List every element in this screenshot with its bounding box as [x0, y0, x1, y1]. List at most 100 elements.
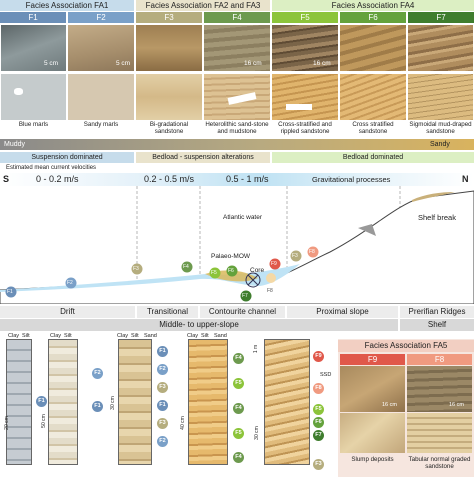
log4-badge-3: F4 — [233, 403, 244, 414]
sketch-f1-clast — [14, 88, 23, 95]
label-core: Core — [250, 267, 265, 274]
marker-f4: F4 — [183, 264, 189, 270]
label-muddy: Muddy — [4, 141, 26, 148]
log1-badge: F1 — [36, 396, 47, 407]
zone-contourite: Contourite channel — [200, 306, 285, 318]
label-south: S — [3, 174, 10, 184]
log3-badge-4: F1 — [157, 400, 168, 411]
log4-badge-2: F5 — [233, 378, 244, 389]
sketch-f3 — [135, 73, 203, 121]
scale-label-f5: 16 cm — [313, 60, 331, 67]
log4-scale: 40 cm — [179, 416, 186, 430]
header-fa4: Facies Association FA4 — [272, 0, 474, 11]
fa5-title: Facies Association FA5 — [338, 340, 474, 352]
log3-badge-2: F2 — [157, 364, 168, 375]
facies-code-f6: F6 — [340, 12, 406, 23]
velocity-range-1: 0 - 0.2 m/s — [36, 174, 79, 184]
grain-bar — [0, 139, 474, 150]
zone-shelf: Shelf — [400, 319, 474, 331]
log4-badge-4: F5 — [233, 428, 244, 439]
marker-f1: F1 — [7, 289, 13, 295]
log-column-4 — [188, 339, 228, 465]
log1-scale: 20 cm — [3, 416, 10, 430]
log5-badge-f6: F6 — [313, 417, 324, 428]
label-gravitational: Gravitational processes — [312, 175, 391, 184]
log4-silt: Silt — [201, 333, 209, 339]
label-sandy: Sandy — [430, 141, 450, 148]
scale-label-f1: 5 cm — [44, 60, 59, 67]
marker-f9: F9 — [271, 261, 277, 267]
log3-badge-5: F3 — [157, 418, 168, 429]
log5-badge-f5: F5 — [313, 404, 324, 415]
facies-code-f2: F2 — [68, 12, 134, 23]
fa5-scale-f8: 16 cm — [449, 402, 464, 408]
sketch-f1 — [0, 73, 67, 121]
marker-f8-proximal: F8 — [309, 249, 315, 255]
sketch-f5-scale-bar — [286, 104, 312, 110]
log2-badge-f2: F2 — [92, 368, 103, 379]
log3-silt: Silt — [131, 333, 139, 339]
header-fa2-fa3: Facies Association FA2 and FA3 — [136, 0, 270, 11]
zone-drift: Drift — [0, 306, 135, 318]
log3-clay: Clay — [117, 333, 129, 339]
log3-sand: Sand — [144, 333, 157, 339]
scale-label-f2: 5 cm — [116, 60, 131, 67]
log3-badge-3: F3 — [157, 382, 168, 393]
log2-scale: 50 cm — [40, 414, 47, 428]
zone-middle-upper-slope: Middle- to upper-slope — [0, 319, 398, 331]
velocity-range-2: 0.2 - 0.5 m/s — [144, 174, 195, 184]
log1-silt: Silt — [22, 333, 30, 339]
zone-perifrian: Prerifian Ridges — [400, 306, 474, 318]
facies-code-f1: F1 — [0, 12, 66, 23]
photo-f7 — [407, 24, 474, 72]
log5-scale: 1 m — [253, 344, 260, 354]
log-column-3 — [118, 339, 152, 465]
caption-f2: Sandy marls — [83, 121, 119, 128]
fa5-sketch-f8 — [407, 413, 472, 453]
marker-f6: F6 — [228, 268, 234, 274]
marker-f3: F3 — [133, 266, 139, 272]
log5-badge-f7: F7 — [313, 430, 324, 441]
fa5-scale-f9: 16 cm — [382, 402, 397, 408]
caption-f7: Sigmoidal mud-draped sandstone — [409, 121, 472, 135]
log5-badge-f9: F9 — [313, 351, 324, 362]
fa5-code-f9: F9 — [340, 354, 405, 365]
log2-silt: Silt — [64, 333, 72, 339]
fa5-code-f8: F8 — [407, 354, 472, 365]
sketch-f6 — [339, 73, 407, 121]
velocity-range-3: 0.5 - 1 m/s — [226, 174, 269, 184]
photo-f5 — [271, 24, 339, 72]
log5-badge-f3: F3 — [313, 459, 324, 470]
log-column-5 — [264, 339, 310, 465]
sketch-f2 — [67, 73, 135, 121]
marker-f7: F7 — [242, 293, 248, 299]
log4-clay: Clay — [187, 333, 199, 339]
caption-f3: Bi-gradational sandstone — [149, 121, 189, 135]
caption-f6: Cross stratified sandstone — [352, 121, 394, 135]
log-column-2 — [48, 339, 78, 465]
log6-scale: 30 cm — [253, 426, 260, 440]
label-north: N — [462, 174, 469, 184]
zone-transitional: Transitional — [137, 306, 198, 318]
sketch-f7 — [407, 73, 474, 121]
label-palaeo-mow: Palaeo-MOW — [211, 253, 251, 260]
velocity-arrow-bar — [0, 173, 474, 186]
process-bedload: Bedload dominated — [272, 152, 474, 163]
fa5-caption-f8: Tabular normal graded sandstone — [408, 456, 471, 470]
scale-label-f4: 16 cm — [244, 60, 262, 67]
photo-f2 — [67, 24, 135, 72]
photo-f4 — [203, 24, 271, 72]
caption-f5: Cross-stratified and rippled sandstone — [278, 121, 332, 135]
facies-code-f4: F4 — [204, 12, 270, 23]
log-column-1 — [6, 339, 32, 465]
fa5-sketch-f9 — [340, 413, 405, 453]
fa5-caption-f9: Slump deposits — [351, 456, 394, 463]
marker-f5: F5 — [211, 270, 217, 276]
fa5-photo-f9 — [340, 366, 405, 412]
velocity-title: Estimated mean current velocities — [6, 165, 97, 171]
marker-f3-proximal: F3 — [292, 253, 298, 259]
process-suspension: Suspension dominated — [0, 152, 134, 163]
slope-profile — [0, 186, 474, 304]
log2-clay: Clay — [50, 333, 62, 339]
log3-badge-6: F2 — [157, 436, 168, 447]
